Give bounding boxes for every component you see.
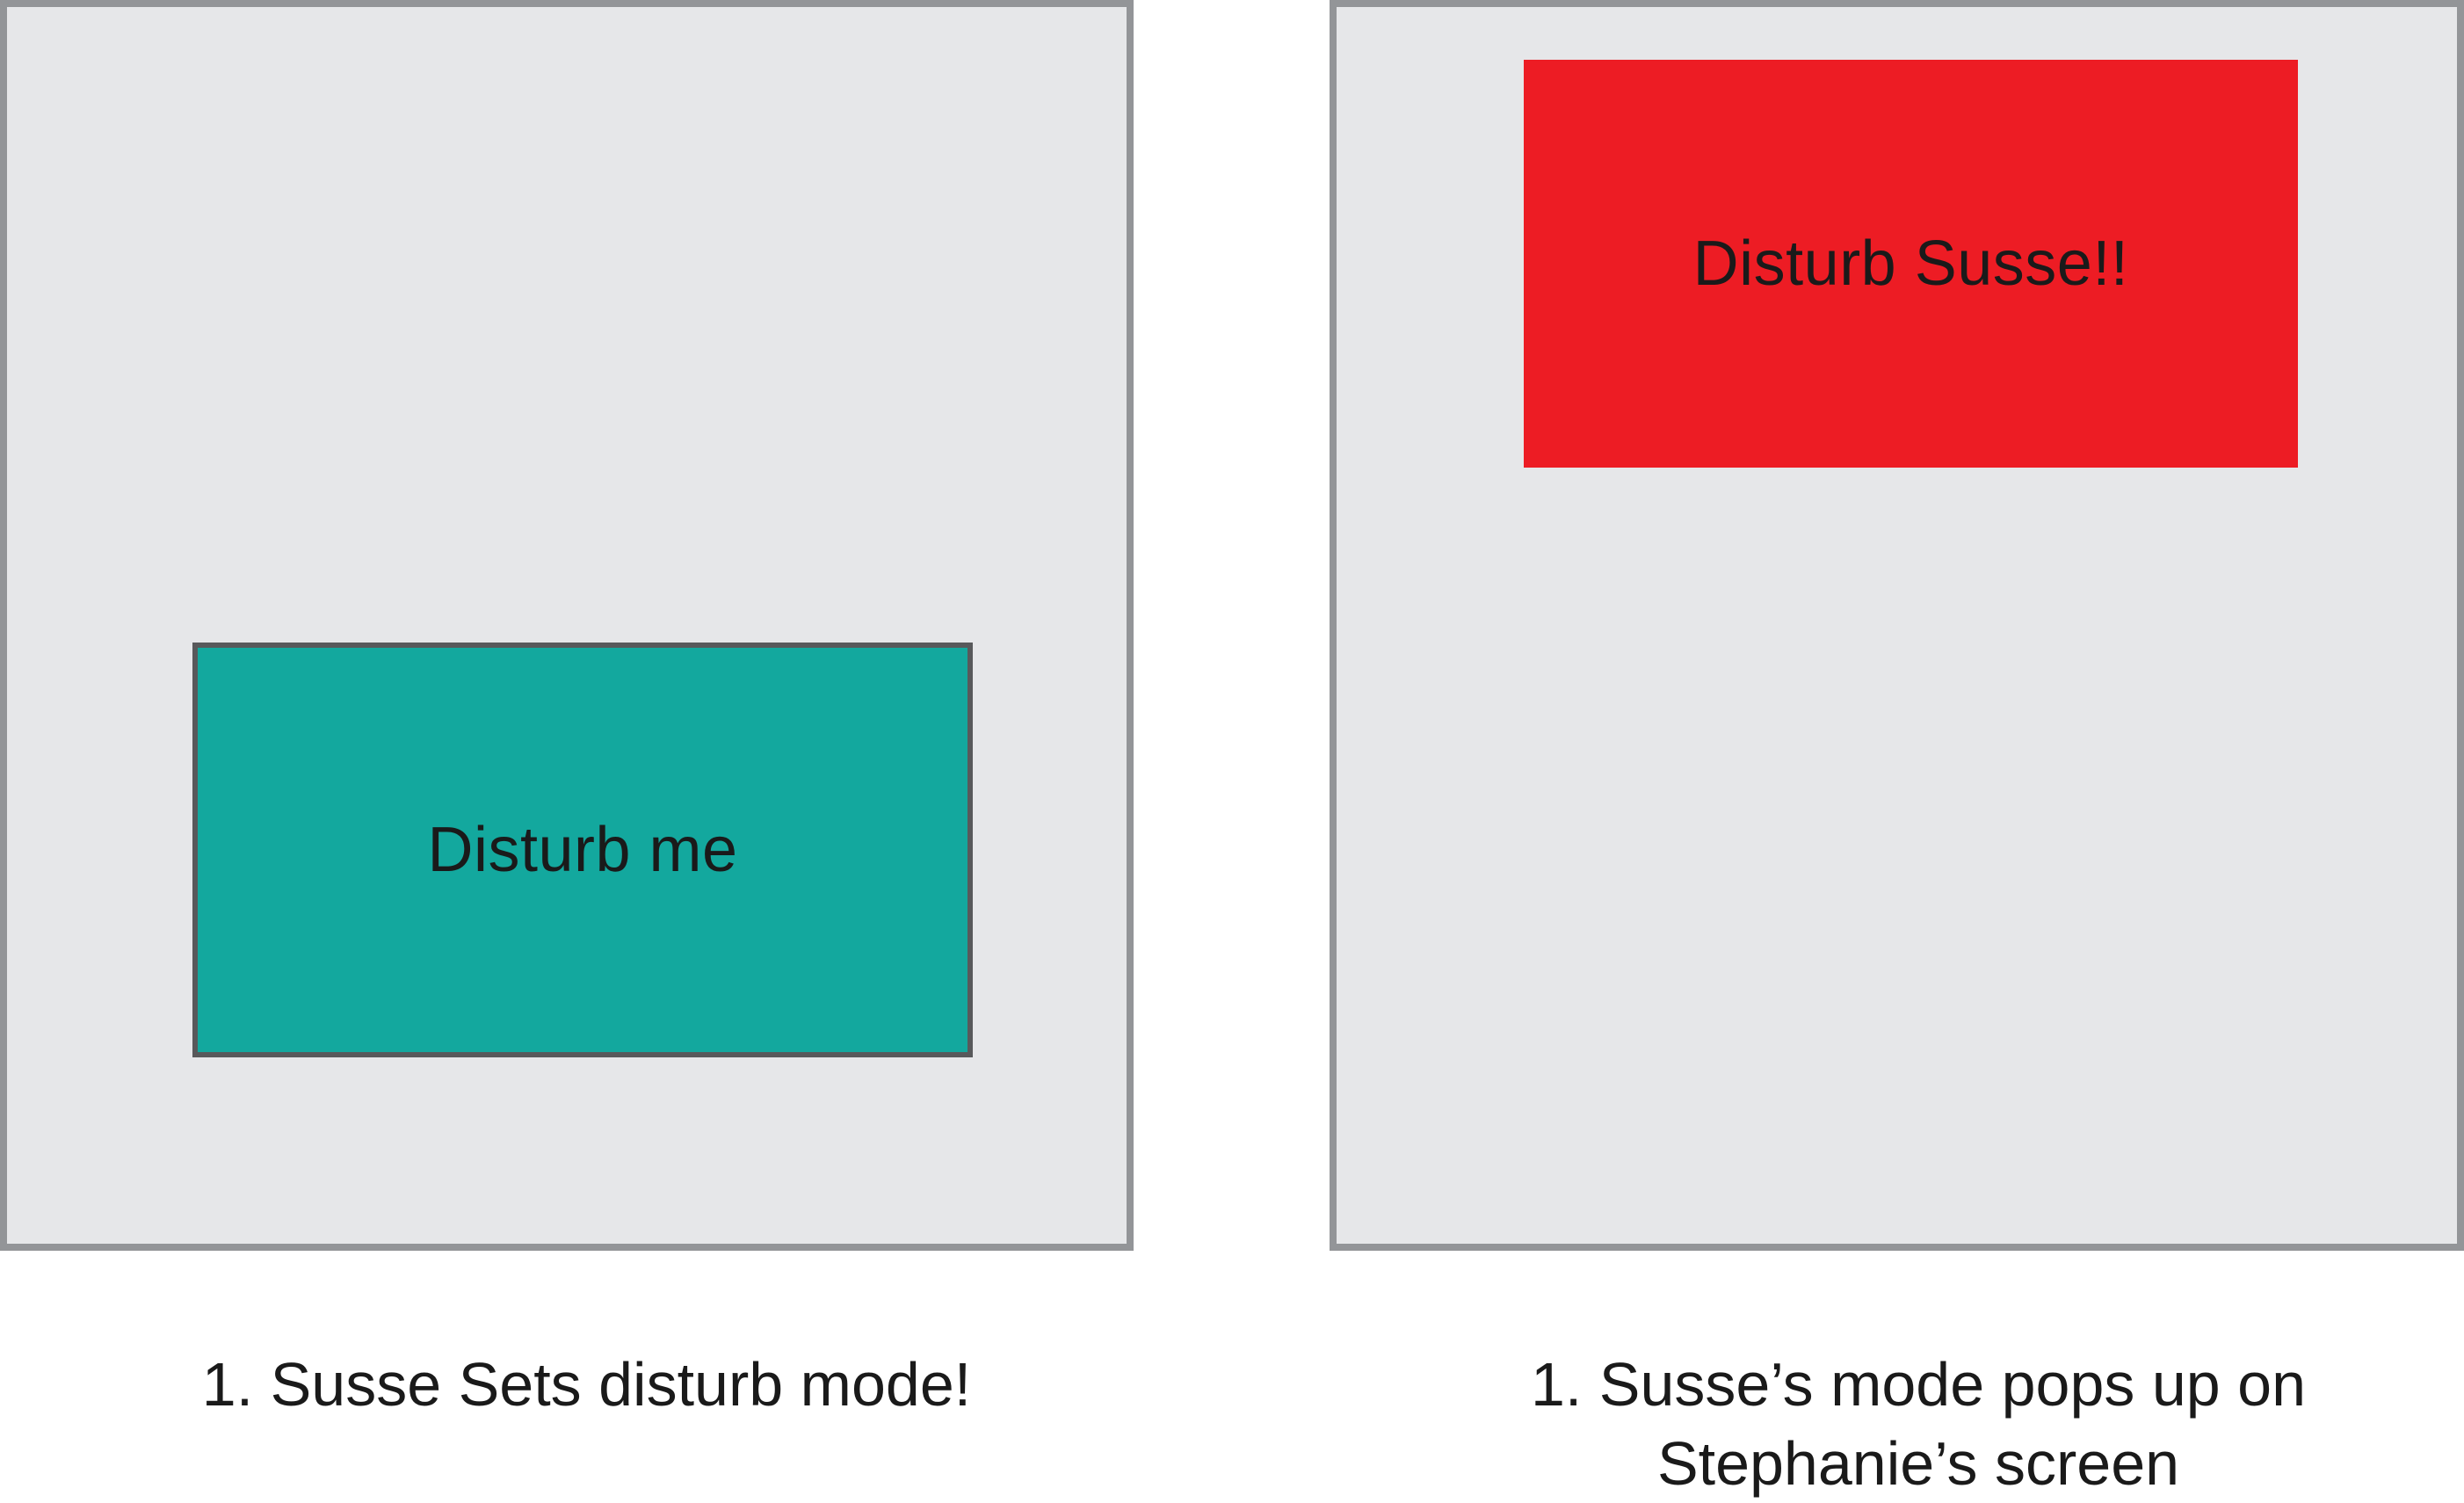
caption-line-1: 1. Susse’s mode pops up on xyxy=(1530,1350,2307,1419)
susse-screen: Disturb me xyxy=(0,0,1134,1251)
caption-line-2: Stephanie’s screen xyxy=(1656,1429,2180,1498)
disturb-me-button[interactable]: Disturb me xyxy=(192,643,973,1057)
caption-susse-sets-mode: 1. Susse Sets disturb mode! xyxy=(201,1350,972,1419)
caption-mode-pops-up: 1. Susse’s mode pops up on Stephanie’s s… xyxy=(1330,1345,2464,1503)
stephanie-screen: Disturb Susse!! xyxy=(1330,0,2464,1251)
disturb-alert-popup: Disturb Susse!! xyxy=(1524,60,2298,468)
